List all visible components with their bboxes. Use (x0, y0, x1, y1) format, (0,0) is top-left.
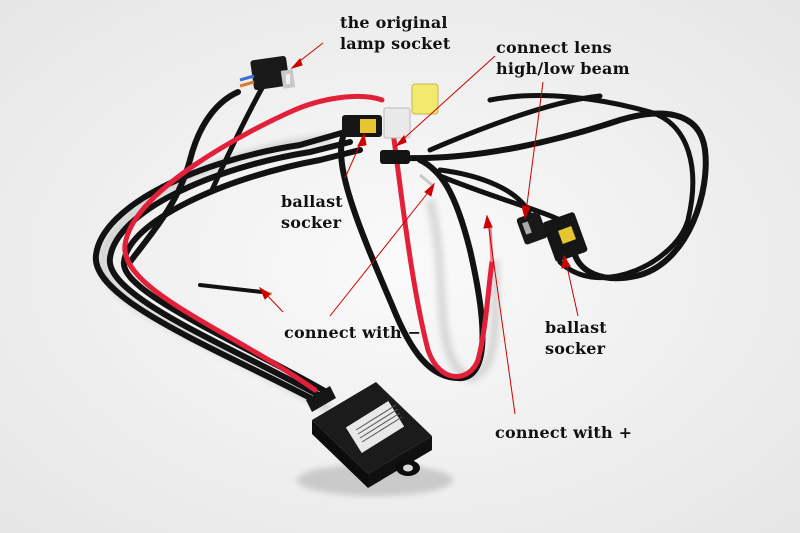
hi-lo-beam-connector (516, 211, 548, 245)
right-ballast-connector (542, 212, 588, 262)
label-original-lamp-socket: the original lamp socket (340, 12, 450, 54)
label-ballast-socker-right: ballast socker (545, 317, 607, 359)
label-original-lamp-socket-line2: lamp socket (340, 34, 451, 53)
label-ballast-socker-left-line2: socker (281, 213, 342, 232)
leader-positive (487, 221, 516, 415)
relay-control-box-icon (297, 382, 453, 496)
label-connect-lens: connect lens high/low beam (496, 37, 630, 79)
wire-lamp-socket-2 (209, 85, 265, 193)
label-connect-positive: connect with + (495, 422, 632, 443)
label-connect-positive-text: connect with + (495, 423, 633, 442)
label-ballast-socker-right-line1: ballast (545, 318, 607, 337)
wire-ground-lead (198, 283, 264, 294)
label-connect-negative-text: connect with − (284, 323, 422, 342)
ballast-connector-icon (342, 83, 439, 139)
wire-main-bundle-1 (92, 129, 348, 405)
wire-red-positive (387, 107, 495, 379)
red-wires (122, 93, 495, 393)
label-original-lamp-socket-line1: the original (340, 13, 448, 32)
wire-lamp-socket (127, 89, 241, 265)
leader-lines (258, 42, 579, 415)
label-ballast-socker-left-line1: ballast (281, 192, 343, 211)
label-connect-lens-line1: connect lens (496, 38, 612, 57)
leader-lens-right (525, 81, 544, 213)
label-ballast-socker-left: ballast socker (281, 191, 343, 233)
leader-ballast-right (565, 261, 579, 317)
inline-connector-center (380, 150, 410, 164)
wire-main-bundle-2 (106, 139, 353, 401)
label-connect-negative: connect with − (284, 322, 421, 343)
h4-lamp-socket-icon (239, 56, 296, 90)
label-connect-lens-line2: high/low beam (496, 59, 630, 78)
wire-red-main (122, 93, 385, 393)
wire-right-loop-2 (487, 93, 696, 281)
label-ballast-socker-right-line2: socker (545, 339, 606, 358)
leader-lens-center (399, 55, 496, 143)
leader-negative-center (329, 189, 431, 317)
center-tip (419, 173, 433, 187)
